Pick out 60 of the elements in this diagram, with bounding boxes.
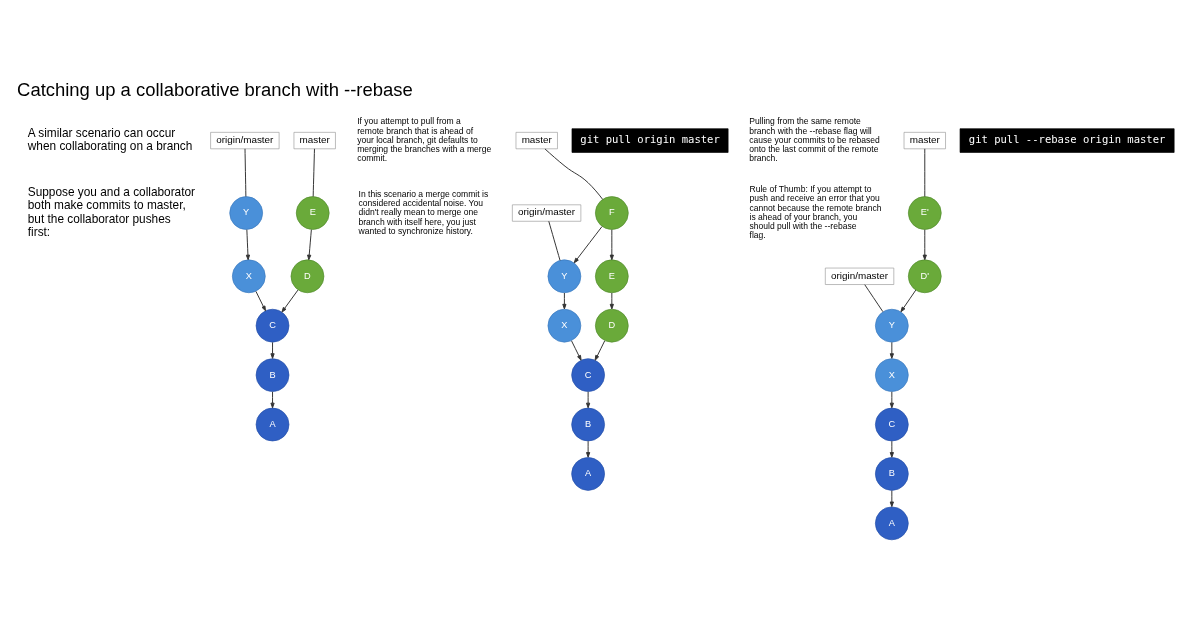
- label: If you attempt to pull from a remote branch that is ahead of your local branch, git defaults to merging the branches with a merge commit.: [357, 115, 492, 163]
- arrow: [586, 440, 591, 458]
- node-circle: A: [255, 407, 290, 441]
- arrow: [255, 290, 266, 311]
- node-circle: B: [255, 357, 290, 392]
- node-box: master: [293, 131, 336, 149]
- arrow: [281, 289, 299, 313]
- node-circle: C: [875, 407, 909, 441]
- node-circle: X: [875, 357, 909, 392]
- node-box: master: [515, 131, 558, 149]
- diagram-title: Catching up a collaborative branch with --rebase: [17, 78, 413, 100]
- label: Pulling from the same remote branch with the --rebase flag will cause your commits to be rebased onto the last commit of the remote branch.: [749, 115, 880, 163]
- arrow: [573, 225, 603, 263]
- node-circle: E: [295, 195, 330, 230]
- node-box: origin/master: [824, 267, 895, 285]
- node-circle: Y: [229, 195, 263, 230]
- arrow: [270, 341, 275, 359]
- node-circle: C: [571, 357, 605, 392]
- connector: [864, 283, 884, 312]
- arrow: [586, 390, 591, 408]
- arrow: [922, 228, 927, 260]
- arrow: [889, 390, 894, 408]
- arrow: [270, 390, 275, 408]
- arrow: [889, 341, 894, 359]
- node-circle: D: [290, 259, 325, 293]
- node-circle: A: [571, 456, 605, 491]
- arrow: [307, 228, 312, 260]
- node-box: git pull --rebase origin master: [959, 127, 1175, 153]
- arrow: [609, 228, 614, 260]
- node-circle: X: [232, 259, 266, 293]
- arrow: [594, 339, 606, 361]
- node-circle: D': [907, 259, 942, 293]
- node-circle: D: [595, 308, 629, 342]
- node-circle: A: [875, 506, 909, 540]
- arrow: [900, 289, 917, 312]
- node-circle: X: [547, 308, 582, 342]
- node-box: master: [903, 131, 946, 149]
- node-box: git pull origin master: [571, 127, 729, 153]
- connector: [548, 220, 561, 261]
- node-circle: B: [571, 407, 605, 441]
- node-circle: E': [907, 195, 942, 230]
- node-circle: E: [595, 259, 629, 293]
- arrow: [245, 228, 251, 260]
- connector: [312, 147, 315, 197]
- node-circle: B: [875, 456, 909, 491]
- arrow: [562, 291, 567, 309]
- arrow: [609, 291, 614, 309]
- arrow: [571, 339, 582, 361]
- label: Suppose you and a collaborator both make commits to master, but the collaborator pushes first:: [27, 184, 196, 239]
- connector: [924, 147, 926, 197]
- arrow: [889, 489, 894, 507]
- label: In this scenario a merge commit is considered accidental noise. You didn't really mean to merge one branch with itself here, you just wanted to synchronize history.: [358, 188, 489, 236]
- node-box: origin/master: [512, 203, 582, 222]
- node-circle: F: [595, 195, 629, 230]
- connector: [244, 147, 247, 197]
- node-box: origin/master: [210, 131, 280, 149]
- connector: [544, 147, 604, 200]
- label: A similar scenario can occur when collaborating on a branch: [27, 125, 193, 153]
- label: Rule of Thumb: If you attempt to push and receive an error that you cannot because the remote branch is ahead of your branch, you should pull with the --rebase flag.: [749, 183, 882, 240]
- arrow: [889, 440, 894, 458]
